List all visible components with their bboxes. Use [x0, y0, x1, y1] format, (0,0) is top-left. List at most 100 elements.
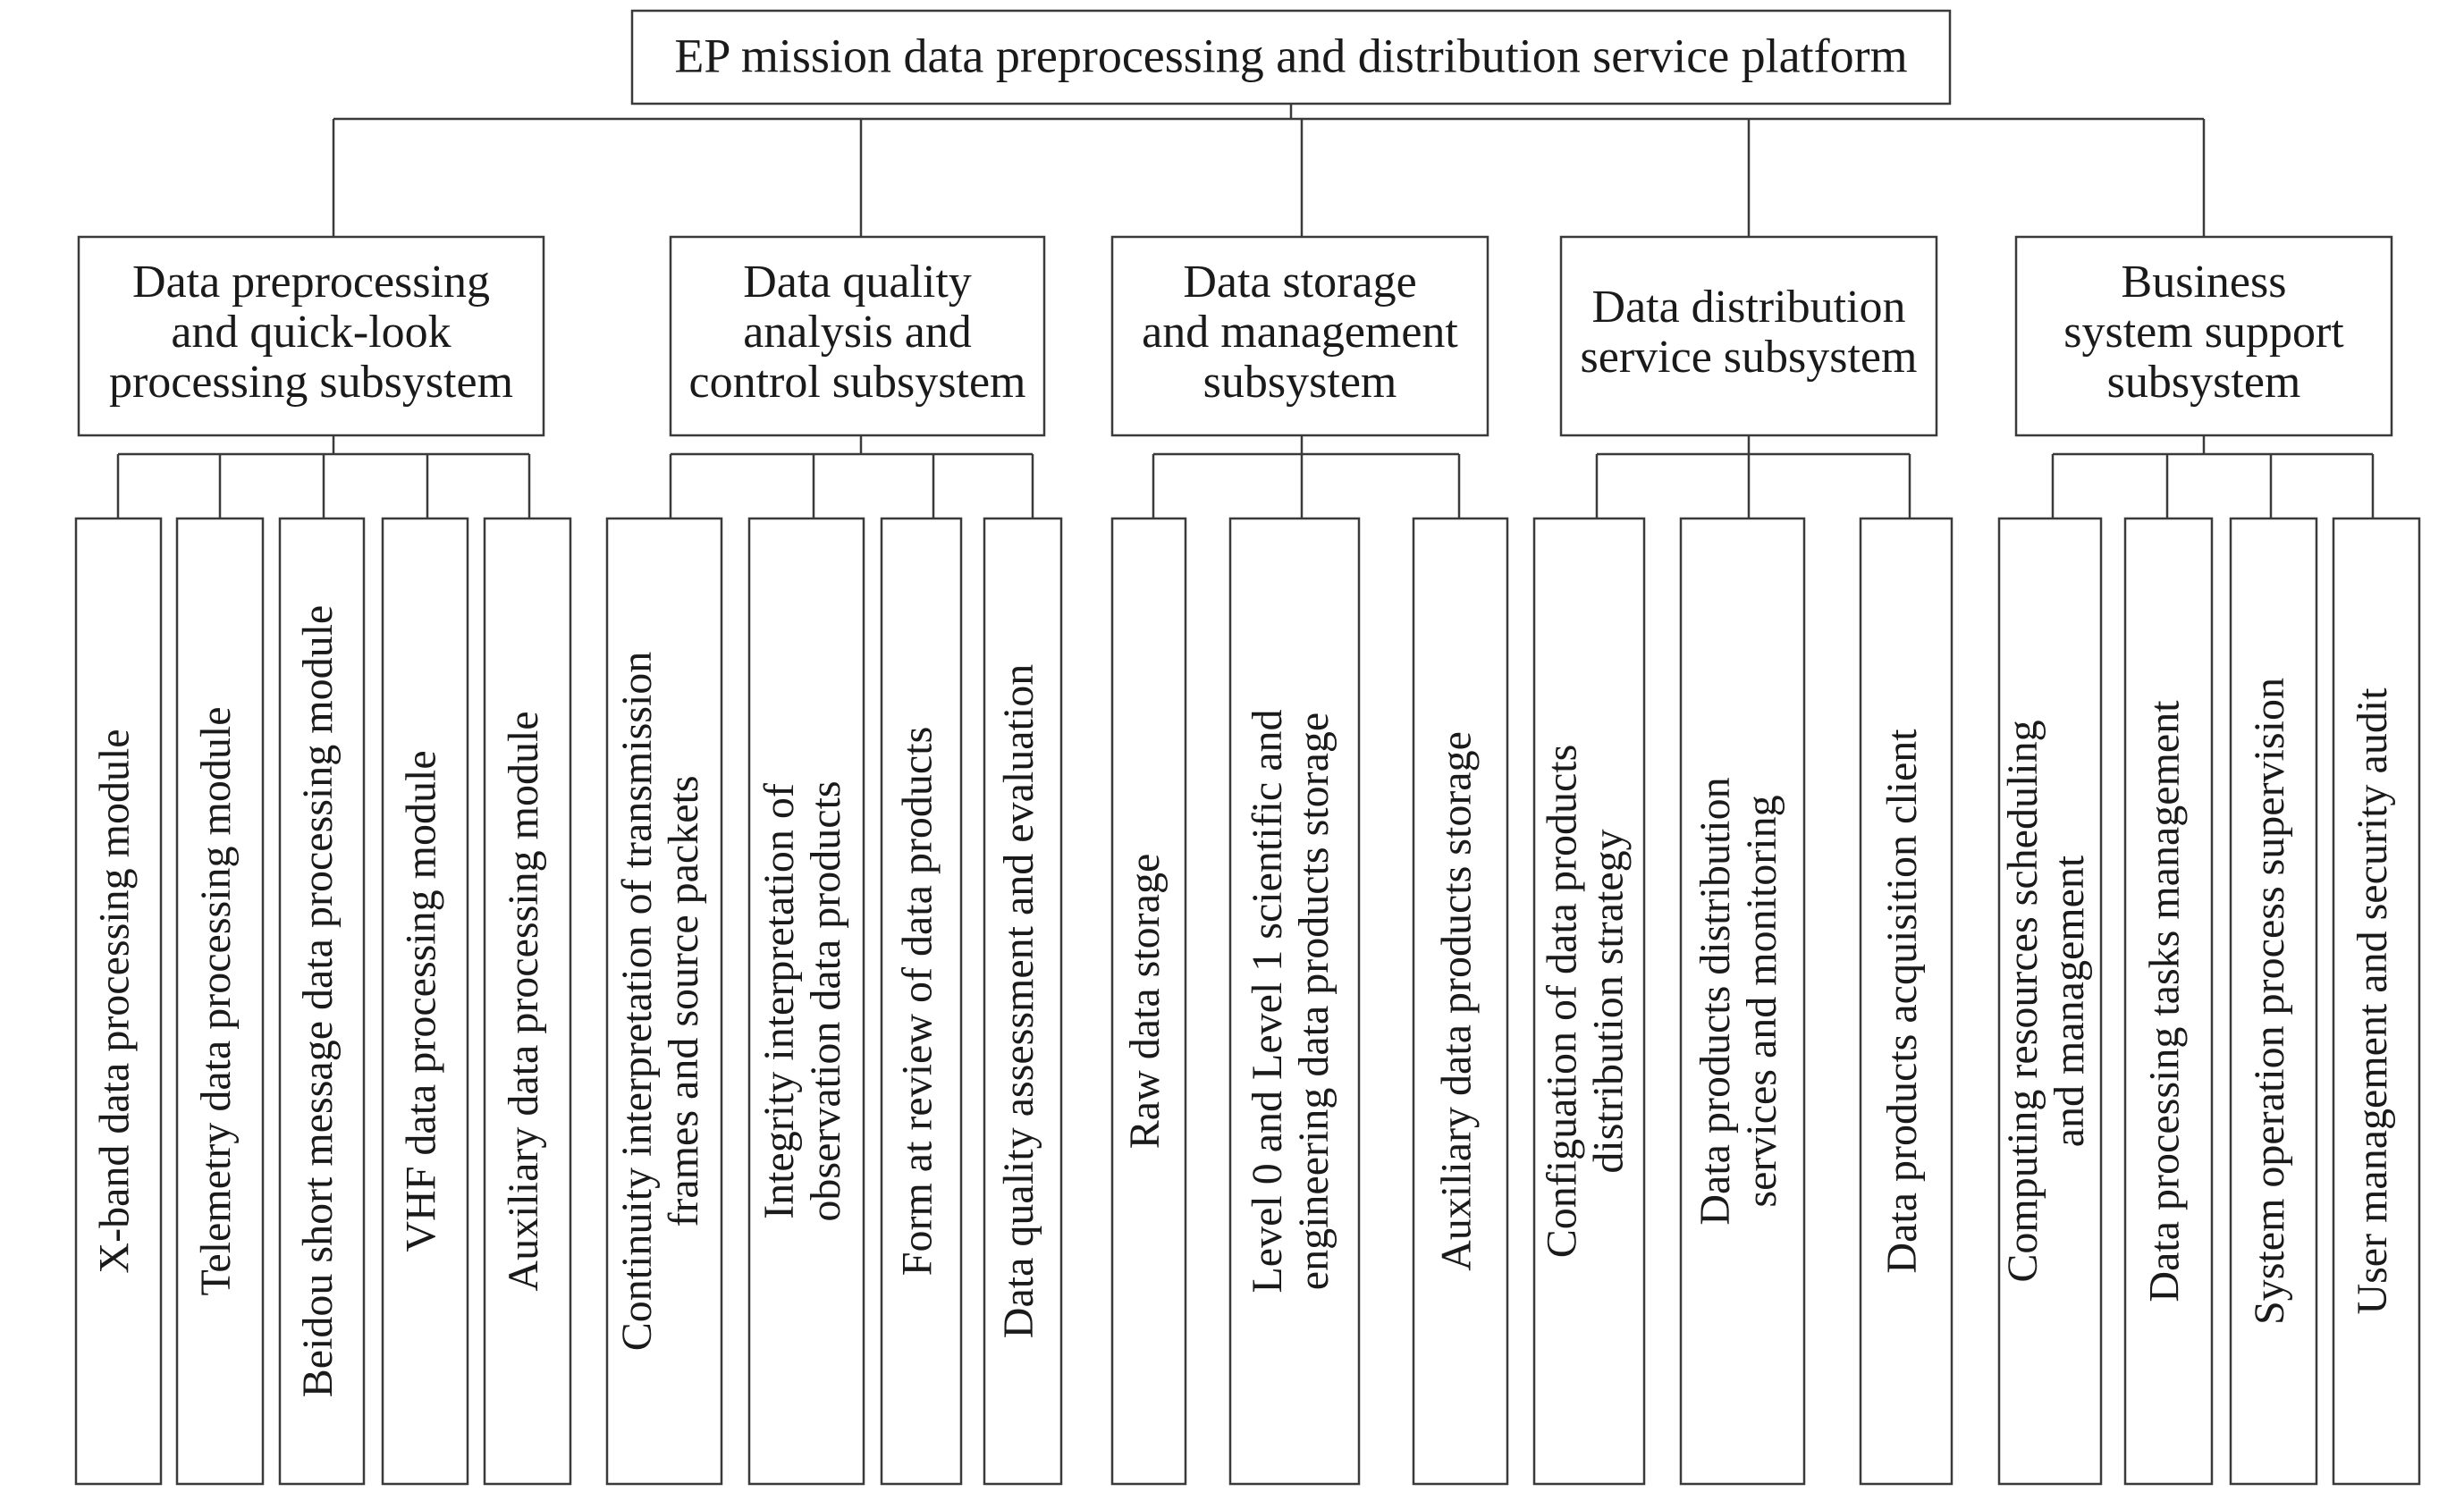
module-label: User management and security audit — [2349, 687, 2396, 1315]
module-node: Beidou short message data processing mod… — [278, 517, 366, 1486]
module-label-line: Beidou short message data processing mod… — [294, 605, 342, 1397]
subsystem-label-line: Business — [2122, 257, 2287, 308]
root-label: EP mission data preprocessing and distri… — [674, 29, 1907, 82]
module-label-line: Data products acquisition client — [1878, 729, 1926, 1274]
subsystem-label-line: Data distribution — [1592, 282, 1906, 333]
module-label: Continuity interpretation of transmissio… — [613, 652, 707, 1352]
subsystem-box — [1559, 235, 1938, 437]
module-label-line: Configuation of data products — [1539, 745, 1586, 1259]
module-node: Form at review of data products — [880, 517, 963, 1486]
module-label-line: VHF data processing module — [398, 750, 445, 1252]
subsystem-label-line: Data quality — [743, 257, 972, 308]
module-label: Form at review of data products — [894, 727, 941, 1276]
module-label: Data processing tasks management — [2141, 700, 2189, 1302]
module-label: Auxiliary data processing module — [500, 711, 547, 1291]
module-label-line: Level 0 and Level 1 scientific and — [1244, 709, 1291, 1293]
module-label-line: Computing resources scheduling — [1999, 720, 2046, 1282]
module-label-line: Telemetry data processing module — [192, 706, 240, 1295]
module-node: Raw data storage — [1110, 517, 1187, 1486]
module-label-line: Data processing tasks management — [2141, 700, 2189, 1302]
module-label: Raw data storage — [1121, 854, 1169, 1150]
module-label: VHF data processing module — [398, 750, 445, 1252]
module-label-line: engineering data products storage — [1290, 712, 1337, 1290]
module-box — [2332, 517, 2421, 1486]
module-node: Data quality assessment and evaluation — [983, 517, 1063, 1486]
module-label: Data quality assessment and evaluation — [995, 664, 1042, 1338]
subsystem-box — [2014, 235, 2393, 437]
module-label-line: services and monitoring — [1738, 795, 1785, 1207]
subsystem-box — [669, 235, 1046, 437]
module-nodes: X-band data processing module Telemetry d… — [74, 517, 2421, 1486]
module-label-line: Continuity interpretation of transmissio… — [613, 652, 661, 1352]
module-label-line: Data products distribution — [1692, 777, 1739, 1225]
module-box — [747, 517, 865, 1486]
module-node: Data products acquisition client — [1859, 517, 1953, 1486]
module-node: Auxiliary data products storage — [1412, 517, 1509, 1486]
module-node: VHF data processing module — [381, 517, 469, 1486]
module-label-line: Auxiliary data processing module — [500, 711, 547, 1291]
module-label-line: X-band data processing module — [91, 729, 139, 1273]
module-node: System operation process supervision — [2229, 517, 2318, 1486]
subsystem-label-line: Data storage — [1183, 257, 1416, 308]
subsystem-label-line: system support — [2063, 307, 2344, 358]
module-label-line: Integrity interpretation of — [755, 783, 803, 1219]
subsystem-label-line: and management — [1142, 307, 1458, 358]
module-box — [983, 517, 1063, 1486]
module-box — [278, 517, 366, 1486]
module-label-line: Data quality assessment and evaluation — [995, 664, 1042, 1338]
module-label-line: User management and security audit — [2349, 687, 2396, 1315]
module-label-line: Form at review of data products — [894, 727, 941, 1276]
module-box — [1110, 517, 1187, 1486]
module-label-line: distribution strategy — [1585, 829, 1633, 1173]
module-label: Beidou short message data processing mod… — [294, 605, 342, 1397]
module-node: User management and security audit — [2332, 517, 2421, 1486]
subsystem-label-line: processing subsystem — [109, 357, 513, 408]
module-label-line: observation data products — [802, 780, 849, 1221]
module-node: Continuity interpretation of transmissio… — [605, 517, 723, 1486]
module-label-line: Auxiliary data products storage — [1433, 731, 1481, 1271]
module-box — [175, 517, 265, 1486]
module-box — [880, 517, 963, 1486]
subsystem-label-line: service subsystem — [1581, 332, 1918, 383]
module-box — [2123, 517, 2214, 1486]
module-label: Telemetry data processing module — [192, 706, 240, 1295]
root-node: EP mission data preprocessing and distri… — [630, 9, 1952, 105]
module-label: X-band data processing module — [91, 729, 139, 1273]
subsystem-label-line: control subsystem — [689, 357, 1026, 408]
module-label-line: frames and source packets — [660, 775, 707, 1226]
module-box — [605, 517, 723, 1486]
subsystem-label-line: subsystem — [2107, 357, 2301, 408]
module-label-line: System operation process supervision — [2246, 678, 2293, 1325]
module-box — [1679, 517, 1806, 1486]
module-node: Telemetry data processing module — [175, 517, 265, 1486]
module-label: Auxiliary data products storage — [1433, 731, 1481, 1271]
module-label-line: Raw data storage — [1121, 854, 1169, 1150]
module-box — [2229, 517, 2318, 1486]
root-box — [630, 9, 1952, 105]
module-node: X-band data processing module — [74, 517, 163, 1486]
module-box — [74, 517, 163, 1486]
module-box — [483, 517, 572, 1486]
module-label: Data products acquisition client — [1878, 729, 1926, 1274]
module-box — [1228, 517, 1361, 1486]
subsystem-box — [1110, 235, 1489, 437]
module-node: Data processing tasks management — [2123, 517, 2214, 1486]
module-box — [1412, 517, 1509, 1486]
